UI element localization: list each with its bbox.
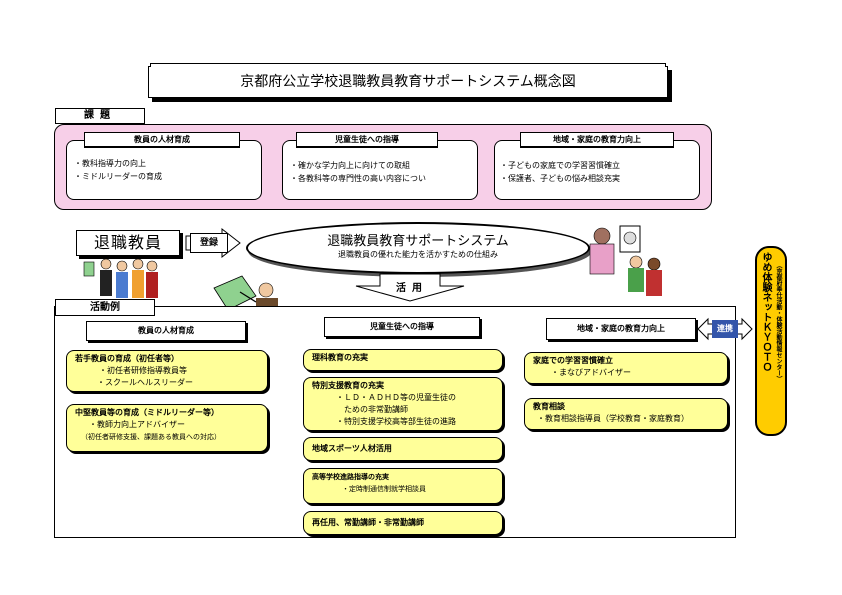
activity-item: 若手教員の育成（初任者等） ・初任者研修指導教員等 ・スクールヘルスリーダー bbox=[66, 350, 268, 392]
family-illustration bbox=[589, 225, 662, 296]
activity-item: 中堅教員等の育成（ミドルリーダー等） ・教師力向上アドバイザー （初任者研修支援… bbox=[66, 404, 268, 452]
issue-line: ・教科指導力の向上 bbox=[74, 159, 146, 168]
activity-item-detail: ・教育相談指導員（学校教育・家庭教育） bbox=[537, 414, 689, 423]
issue-heading: 地域・家庭の教育力向上 bbox=[520, 132, 674, 148]
partner-box bbox=[755, 246, 787, 436]
activity-item-detail: ・まなびアドバイザー bbox=[551, 368, 631, 377]
utilize-label: 活用 bbox=[396, 283, 428, 294]
link-label: 連携 bbox=[712, 320, 738, 338]
retired-teachers-illustration bbox=[83, 258, 158, 298]
partner-org: （京都府奉仕活動・体験活動情報センター） bbox=[775, 262, 782, 382]
activity-item-detail: ・初任者研修指導教員等 bbox=[99, 366, 187, 375]
activity-column-heading: 地域・家庭の教育力向上 bbox=[546, 318, 696, 340]
activity-item-title: 中堅教員等の育成（ミドルリーダー等） bbox=[75, 408, 219, 417]
activities-tab: 活動例 bbox=[55, 299, 155, 316]
title-scroll-edge bbox=[150, 63, 666, 67]
support-system-title: 退職教員教育サポートシステム bbox=[327, 234, 509, 249]
issue-line: ・保護者、子どもの悩み相談充実 bbox=[500, 174, 620, 183]
partner-name: ゆめ体験ネットＫＹＯＴＯ bbox=[760, 252, 771, 372]
issue-heading: 教員の人材育成 bbox=[84, 132, 240, 148]
activity-item-detail: ・ＬＤ・ＡＤＨＤ等の児童生徒の bbox=[336, 393, 456, 402]
activity-item-detail: ための非常勤講師 bbox=[336, 405, 408, 414]
activity-item-detail: ・定時制通信制就学相談員 bbox=[342, 485, 426, 493]
activity-item: 地域スポーツ人材活用 bbox=[303, 437, 503, 461]
activity-item: 高等学校進路指導の充実 ・定時制通信制就学相談員 bbox=[303, 468, 503, 504]
page-title: 京都府公立学校退職教員教育サポートシステム概念図 bbox=[240, 74, 576, 90]
issues-tab: 課題 bbox=[55, 108, 145, 124]
activity-item: 特別支援教育の充実 ・ＬＤ・ＡＤＨＤ等の児童生徒の ための非常勤講師 ・特別支援… bbox=[303, 377, 503, 431]
activity-item-title: 教育相談 bbox=[533, 402, 565, 411]
issue-line: ・確かな学力向上に向けての取組 bbox=[290, 161, 410, 170]
activity-item-detail: ・教師力向上アドバイザー bbox=[89, 420, 185, 429]
issue-box-student-guidance bbox=[282, 140, 478, 200]
teacher-board-illustration bbox=[213, 275, 278, 320]
activity-item: 家庭での学習習慣確立 ・まなびアドバイザー bbox=[524, 352, 728, 384]
activity-item-detail: （初任者研修支援、課題ある教員への対応） bbox=[81, 433, 221, 441]
activity-item-title: 家庭での学習習慣確立 bbox=[533, 356, 613, 365]
register-label: 登録 bbox=[190, 233, 228, 253]
support-system-ellipse bbox=[246, 222, 590, 274]
issue-line: ・各教科等の専門性の高い内容につい bbox=[290, 174, 426, 183]
issue-line: ・子どもの家庭での学習習慣確立 bbox=[500, 161, 620, 170]
support-system-subtitle: 退職教員の優れた能力を活かすための仕組み bbox=[338, 250, 498, 259]
activity-item-title: 再任用、常勤講師・非常勤講師 bbox=[312, 518, 424, 527]
issue-box-teacher-training bbox=[66, 140, 262, 200]
activity-item: 再任用、常勤講師・非常勤講師 bbox=[303, 511, 503, 535]
activity-item-detail: ・スクールヘルスリーダー bbox=[97, 378, 193, 387]
activity-item-title: 高等学校進路指導の充実 bbox=[312, 473, 389, 481]
retired-teachers-label: 退職教員 bbox=[76, 230, 180, 256]
issue-heading: 児童生徒への指導 bbox=[296, 132, 438, 148]
activity-item-title: 地域スポーツ人材活用 bbox=[312, 444, 392, 453]
issue-line: ・ミドルリーダーの育成 bbox=[74, 172, 162, 181]
activity-column-heading: 教員の人材育成 bbox=[86, 321, 246, 341]
activity-column-heading: 児童生徒への指導 bbox=[324, 317, 480, 337]
activity-item: 教育相談 ・教育相談指導員（学校教育・家庭教育） bbox=[524, 398, 728, 430]
utilize-arrow bbox=[355, 273, 465, 302]
activity-item-detail: ・特別支援学校高等部生徒の進路 bbox=[336, 417, 456, 426]
activity-item-title: 若手教員の育成（初任者等） bbox=[75, 354, 179, 363]
activity-item-title: 理科教育の充実 bbox=[312, 353, 368, 362]
activity-item: 理科教育の充実 bbox=[303, 349, 503, 371]
activity-item-title: 特別支援教育の充実 bbox=[312, 381, 384, 390]
